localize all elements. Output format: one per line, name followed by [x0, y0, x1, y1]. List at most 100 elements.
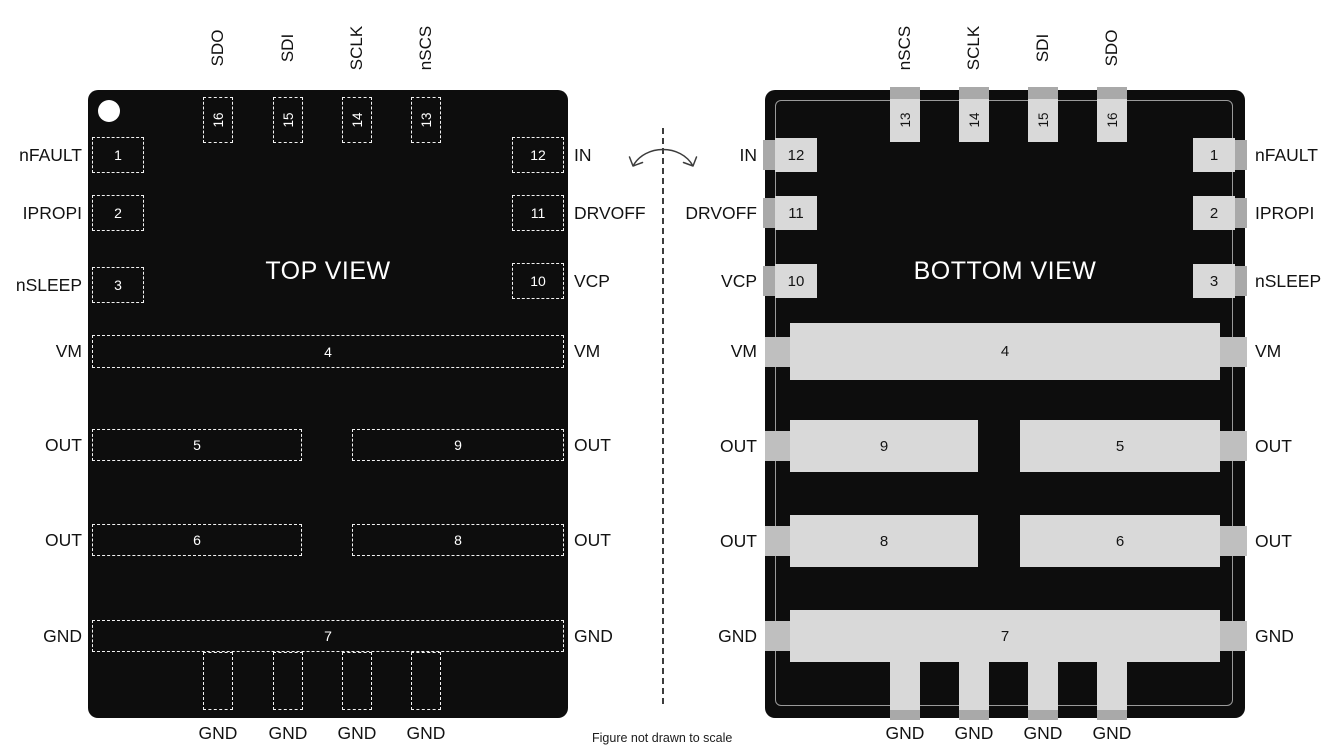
top-view-pin-2-label: IPROPI [22, 202, 82, 223]
bottom-view-gnd-bottom-label-3: GND [1023, 722, 1063, 743]
top-view-pin-16-outline [203, 97, 233, 143]
bottom-view-pin-10-pad: 10 [775, 264, 817, 298]
bottom-view-pin-4-right-label: VM [1255, 340, 1282, 361]
bottom-view-pin-12-edge [763, 140, 775, 170]
bottom-view-pin-13-number: 13 [897, 112, 913, 128]
bottom-view-pin-13-pad [890, 99, 920, 142]
top-view-out2-right-label: OUT [574, 529, 611, 550]
bottom-view-out1-right-edge [1220, 431, 1247, 461]
top-view-gnd-bottom-label-1: GND [198, 722, 238, 743]
top-view-gnd-tab-3 [342, 652, 372, 710]
top-view-pin-12: 12 [512, 137, 564, 173]
scale-note: Figure not drawn to scale [592, 731, 733, 745]
top-view-pin-16-number: 16 [210, 112, 226, 128]
bottom-view-pin-4-left-label: VM [730, 340, 757, 361]
top-view-gnd-tab-2 [273, 652, 303, 710]
bottom-view-pin-1-pad: 1 [1193, 138, 1235, 172]
top-view-gnd-bottom-label-2: GND [268, 722, 308, 743]
top-view-out1-right-label: OUT [574, 434, 611, 455]
bottom-view-gnd-tab-1 [890, 660, 920, 712]
pin1-indicator-dot [98, 100, 120, 122]
bottom-view-pin-11-pad: 11 [775, 196, 817, 230]
top-view-pin-11: 11 [512, 195, 564, 231]
bottom-view-gnd-tab-4 [1097, 660, 1127, 712]
bottom-view-package-outline [775, 100, 1233, 706]
bottom-view-pin-16-label: SDO [1102, 29, 1121, 67]
top-view-out1-left-label: OUT [45, 434, 82, 455]
top-view-pin-11-label: DRVOFF [574, 202, 646, 223]
bottom-view-out2-left-label: OUT [720, 530, 757, 551]
bottom-view-pin-7-left-label: GND [718, 625, 757, 646]
top-view-gnd-tab-4 [411, 652, 441, 710]
bottom-view-out1-left-edge [765, 431, 790, 461]
bottom-view-pin-10-edge [763, 266, 775, 296]
top-view-gnd-bottom-label-4: GND [406, 722, 446, 743]
top-view-pin-13-outline [411, 97, 441, 143]
bottom-view-pin-14-number: 14 [966, 112, 982, 128]
top-view-pin-6: 6 [92, 524, 302, 556]
top-view-gnd-tab-1 [203, 652, 233, 710]
top-view-out2-left-label: OUT [45, 529, 82, 550]
top-view-pin-14-outline [342, 97, 372, 143]
bottom-view-pin-14-label: SCLK [964, 25, 983, 71]
bottom-view-pin-7-right-edge [1220, 621, 1247, 651]
bottom-view-pin-7-left-edge [765, 621, 790, 651]
bottom-view-gnd-bottom-label-2: GND [954, 722, 994, 743]
top-view-pin-9: 9 [352, 429, 564, 461]
bottom-view-pin-8-pad: 8 [790, 515, 978, 567]
bottom-view-pin-4-left-edge [765, 337, 790, 367]
bottom-view-out1-left-label: OUT [720, 435, 757, 456]
bottom-view-pin-7-right-label: GND [1255, 625, 1294, 646]
top-view-pin-1-label: nFAULT [19, 144, 82, 165]
top-view-pin-8: 8 [352, 524, 564, 556]
top-view-package-body [88, 90, 568, 718]
bottom-view-pin-2-edge [1235, 198, 1247, 228]
bottom-view-out2-right-label: OUT [1255, 530, 1292, 551]
top-view-pin-5: 5 [92, 429, 302, 461]
top-view-pin-12-label: IN [574, 144, 592, 165]
top-view-pin-7: 7 [92, 620, 564, 652]
top-view-pin-16-label: SDO [208, 29, 227, 67]
bottom-view-pin-11-label: DRVOFF [685, 202, 757, 223]
bottom-view-pin-16-number: 16 [1104, 112, 1120, 128]
top-view-pin-4-left-label: VM [55, 340, 82, 361]
bottom-view-pin-15-pad [1028, 99, 1058, 142]
bottom-view-pin-12-pad: 12 [775, 138, 817, 172]
bottom-view-gnd-tab-3-edge [1028, 710, 1058, 720]
bottom-view-title: BOTTOM VIEW [913, 257, 1097, 285]
bottom-view-pin-2-label: IPROPI [1255, 202, 1315, 223]
bottom-view-pin-4-right-edge [1220, 337, 1247, 367]
bottom-view-pin-6-pad: 6 [1020, 515, 1220, 567]
bottom-view-pin-10-label: VCP [721, 270, 757, 291]
fold-line [662, 128, 664, 704]
top-view-pin-3: 3 [92, 267, 144, 303]
top-view-pin-15-outline [273, 97, 303, 143]
bottom-view-gnd-tab-2 [959, 660, 989, 712]
top-view-pin-4-right-label: VM [574, 340, 601, 361]
bottom-view-pin-3-label: nSLEEP [1255, 270, 1322, 291]
bottom-view-pin-4-pad: 4 [790, 323, 1220, 380]
bottom-view-pin-2-pad: 2 [1193, 196, 1235, 230]
bottom-view-pin-11-edge [763, 198, 775, 228]
bottom-view-gnd-bottom-label-4: GND [1092, 722, 1132, 743]
bottom-view-pin-7-pad: 7 [790, 610, 1220, 662]
top-view-pin-2: 2 [92, 195, 144, 231]
bottom-view-out2-right-edge [1220, 526, 1247, 556]
top-view-pin-3-label: nSLEEP [15, 274, 82, 295]
top-view-title: TOP VIEW [265, 257, 391, 285]
bottom-view-pin-5-pad: 5 [1020, 420, 1220, 472]
bottom-view-pin-3-edge [1235, 266, 1247, 296]
bottom-view-out2-left-edge [765, 526, 790, 556]
bottom-view-pin-15-label: SDI [1033, 33, 1052, 63]
top-view-gnd-bottom-label-3: GND [337, 722, 377, 743]
bottom-view-pin-3-pad: 3 [1193, 264, 1235, 298]
top-view-pin-13-number: 13 [418, 112, 434, 128]
bottom-view-out1-right-label: OUT [1255, 435, 1292, 456]
bottom-view-pin-15-edge [1028, 87, 1058, 101]
bottom-view-pin-16-edge [1097, 87, 1127, 101]
bottom-view-pin-13-label: nSCS [895, 25, 914, 71]
top-view-pin-10: 10 [512, 263, 564, 299]
bottom-view-pin-12-label: IN [739, 144, 758, 165]
top-view-pin-14-number: 14 [349, 112, 365, 128]
bottom-view-pin-9-pad: 9 [790, 420, 978, 472]
